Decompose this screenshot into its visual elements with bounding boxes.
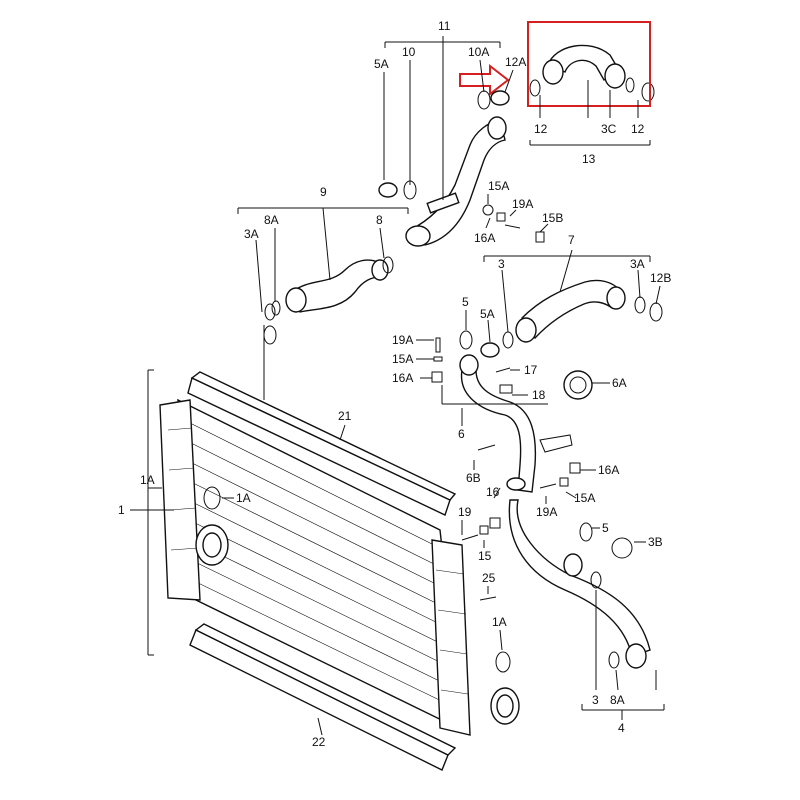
- label-4: 4: [618, 721, 625, 735]
- label-8: 8: [376, 213, 383, 227]
- label-9: 9: [320, 185, 327, 199]
- label-12-b: 12: [631, 122, 645, 136]
- label-3a-left: 3A: [244, 227, 259, 241]
- part-labels: 11 10 10A 12A 5A 12 3C 12 13 9 8A 8 3A 1…: [118, 19, 671, 749]
- label-5-mid: 5: [462, 295, 469, 309]
- label-12b: 12B: [650, 271, 671, 285]
- label-19-low: 19: [458, 505, 472, 519]
- label-8a-low: 8A: [610, 693, 625, 707]
- label-6a: 6A: [612, 376, 627, 390]
- label-15-low: 15: [478, 549, 492, 563]
- hose-9: [264, 256, 394, 321]
- hose-13: [529, 44, 655, 102]
- label-6b: 6B: [466, 471, 481, 485]
- label-3c: 3C: [601, 122, 617, 136]
- label-7: 7: [568, 233, 575, 247]
- label-5a-mid: 5A: [480, 307, 495, 321]
- label-1: 1: [118, 503, 125, 517]
- label-1a-inner: 1A: [236, 491, 251, 505]
- label-11: 11: [438, 19, 451, 33]
- label-15a-top: 15A: [488, 179, 509, 193]
- label-10: 10: [402, 45, 416, 59]
- hose-7: [502, 279, 663, 349]
- fasteners: [203, 90, 593, 673]
- pipe-11: [405, 116, 507, 247]
- label-1a-low: 1A: [492, 615, 507, 629]
- label-5-low: 5: [602, 521, 609, 535]
- label-12-a: 12: [534, 122, 548, 136]
- pipe-6: [459, 354, 593, 493]
- label-16a-right: 16A: [598, 463, 619, 477]
- label-16-mid: 16: [486, 485, 500, 499]
- label-16a-left: 16A: [392, 371, 413, 385]
- leader-lines: [130, 36, 665, 736]
- label-8a-left: 8A: [264, 213, 279, 227]
- label-17: 17: [524, 363, 538, 377]
- hose-4: [508, 499, 651, 669]
- label-12a: 12A: [505, 55, 526, 69]
- label-3-low: 3: [592, 693, 599, 707]
- label-19a-right: 19A: [536, 505, 557, 519]
- label-25: 25: [482, 571, 496, 585]
- label-3-mid: 3: [498, 257, 505, 271]
- label-15a-right: 15A: [574, 491, 595, 505]
- label-13: 13: [582, 152, 596, 166]
- label-19a-left: 19A: [392, 333, 413, 347]
- intercooler-radiator: [159, 371, 520, 771]
- label-19a-top: 19A: [512, 197, 533, 211]
- label-3b: 3B: [648, 535, 663, 549]
- label-18: 18: [532, 388, 546, 402]
- label-21: 21: [338, 409, 352, 423]
- label-16a-top: 16A: [474, 231, 495, 245]
- label-15b: 15B: [542, 211, 563, 225]
- highlight-arrow: [459, 63, 510, 97]
- label-10a: 10A: [468, 45, 489, 59]
- label-15a-left: 15A: [392, 352, 413, 366]
- label-22: 22: [312, 735, 326, 749]
- label-3a-right: 3A: [630, 257, 645, 271]
- label-6: 6: [458, 427, 465, 441]
- radiator-fins: [183, 419, 461, 711]
- label-5a-top: 5A: [374, 57, 389, 71]
- highlight-box: [527, 21, 651, 107]
- label-1a-left: 1A: [140, 473, 155, 487]
